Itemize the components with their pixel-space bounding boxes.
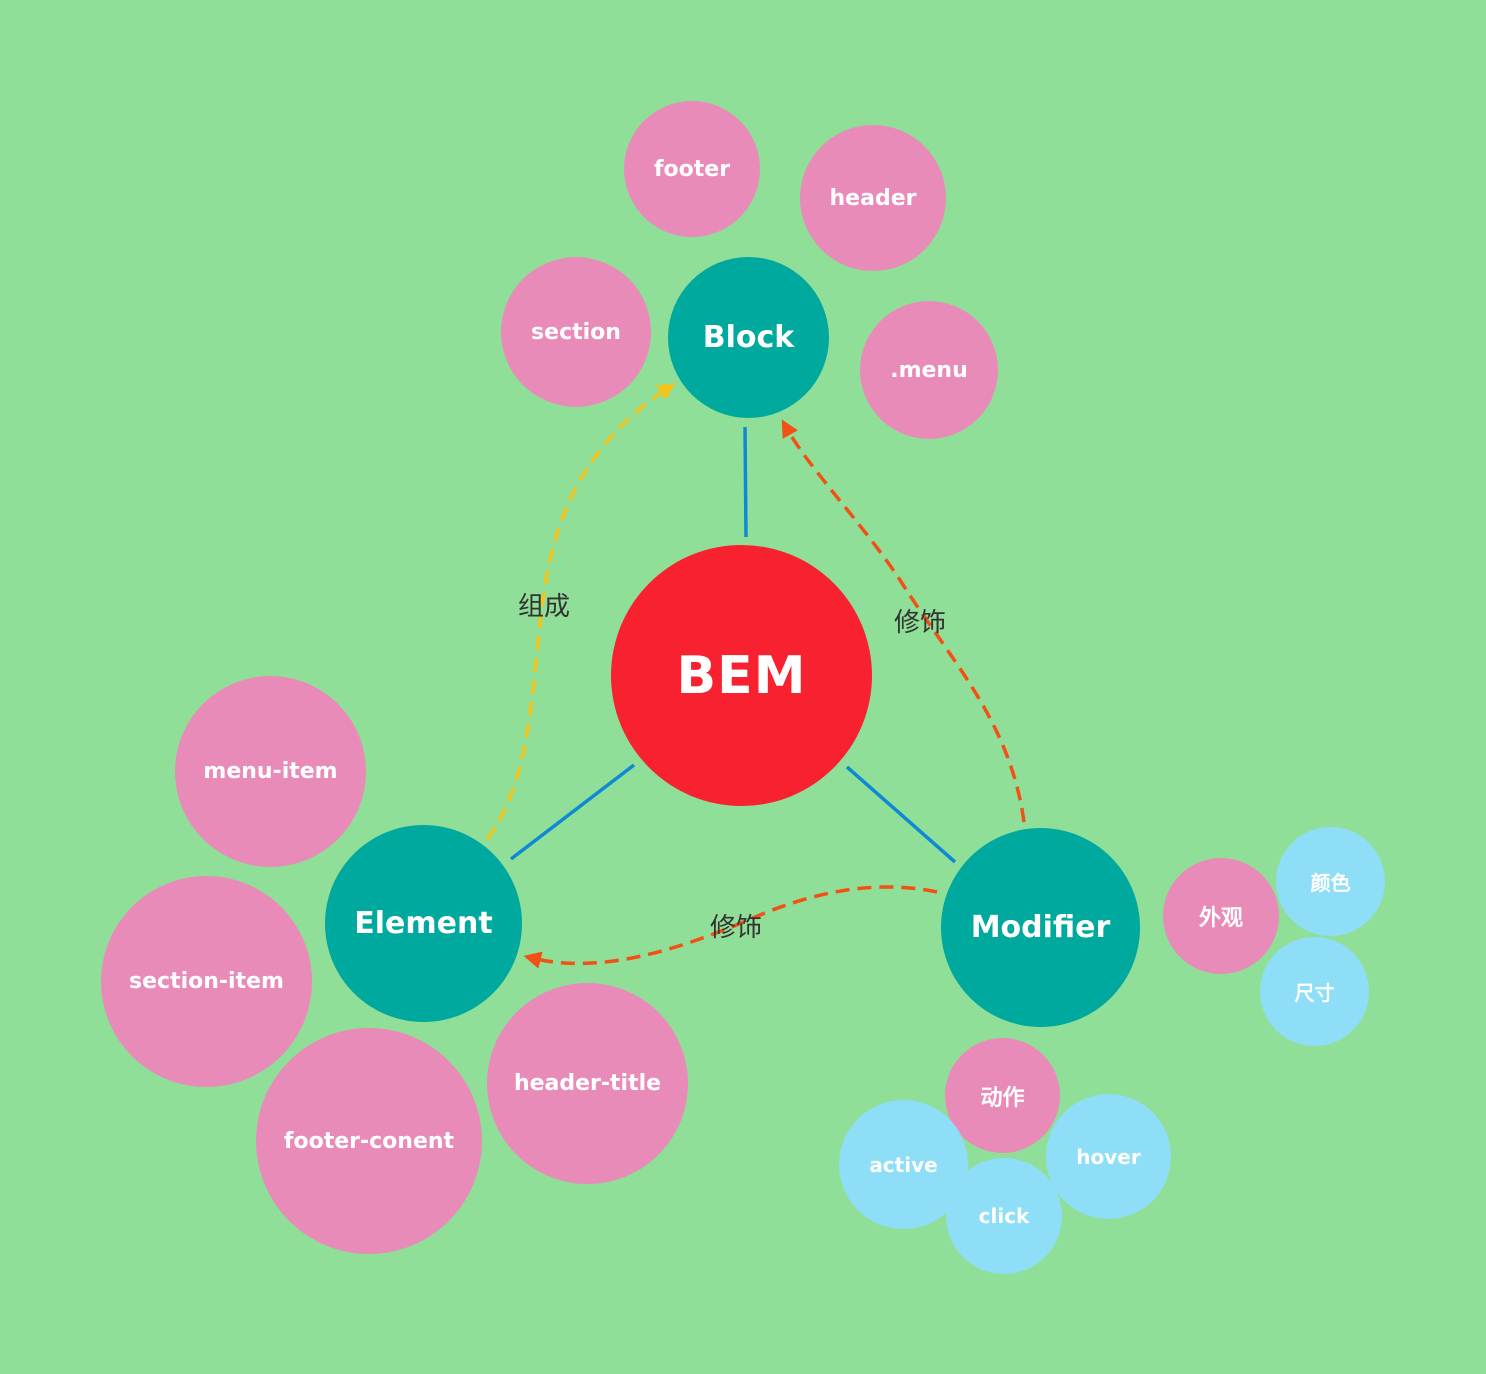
block-example-footer: footer (624, 101, 760, 237)
modifier-node: Modifier (941, 828, 1140, 1027)
label-modify-element: 修饰 (710, 913, 763, 943)
element-example-header-title: header-title (487, 983, 688, 1184)
modifier-group-appearance: 外观 (1163, 858, 1279, 974)
label-compose: 组成 (518, 592, 571, 622)
element-example-menu-item: menu-item (175, 676, 366, 867)
block-example-menu: .menu (860, 301, 998, 439)
arrow-element-to-block (485, 383, 676, 841)
arrow-modifier-to-element (523, 885, 938, 969)
modifier-example-color: 颜色 (1276, 827, 1385, 936)
link-bem-element (509, 763, 636, 861)
element-node: Element (325, 825, 522, 1022)
label-modify-block: 修饰 (894, 608, 947, 638)
arrow-modifier-to-block (781, 419, 1026, 823)
modifier-example-active: active (839, 1100, 968, 1229)
element-example-footer-conent: footer-conent (256, 1028, 482, 1254)
link-bem-modifier (845, 765, 957, 864)
bem-node: BEM (611, 545, 872, 806)
modifier-example-hover: hover (1046, 1094, 1171, 1219)
block-example-header: header (800, 125, 946, 271)
block-example-section: section (501, 257, 651, 407)
modifier-group-action: 动作 (945, 1038, 1060, 1153)
block-node: Block (668, 257, 829, 418)
element-example-section-item: section-item (101, 876, 312, 1087)
link-bem-block (743, 426, 748, 538)
modifier-example-click: click (946, 1158, 1062, 1274)
modifier-example-size: 尺寸 (1260, 937, 1369, 1046)
